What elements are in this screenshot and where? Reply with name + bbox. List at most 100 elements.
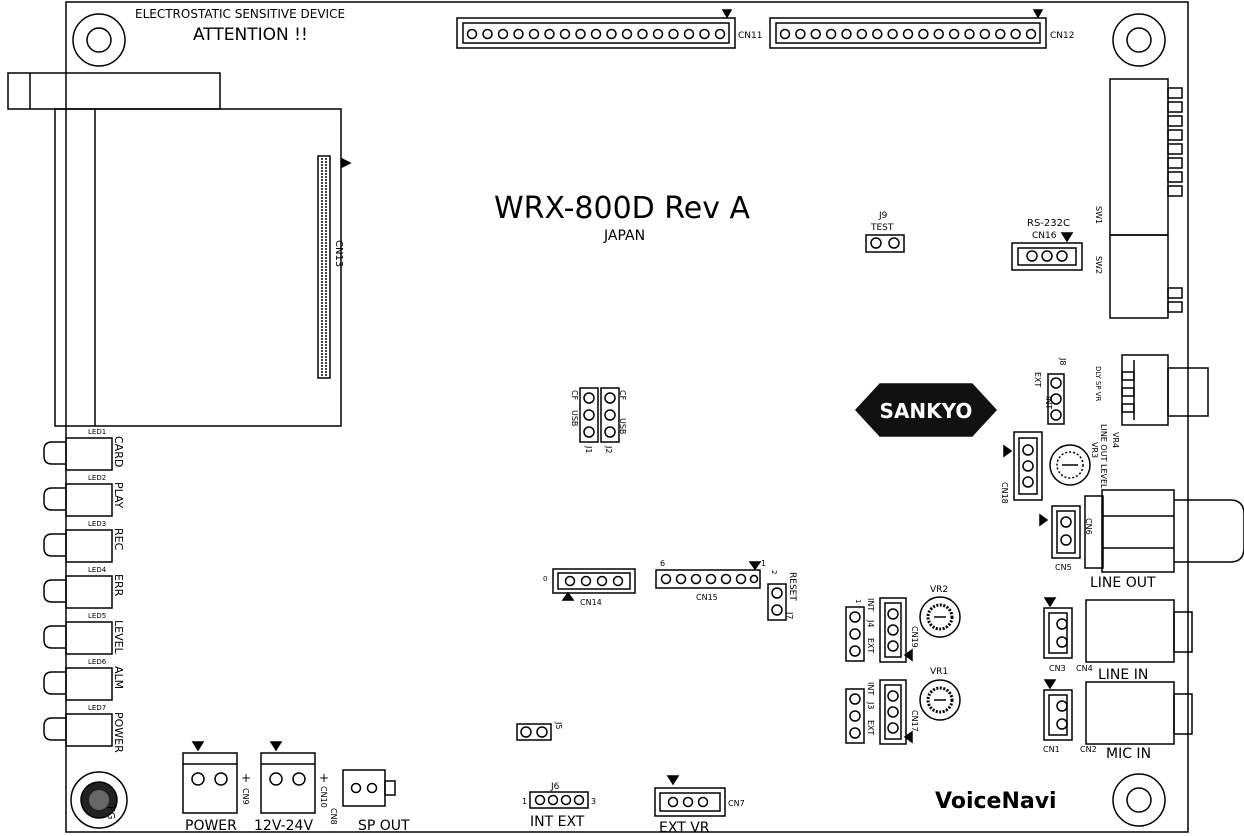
cn5-label: CN5 xyxy=(1055,563,1072,572)
j9-jumper xyxy=(865,234,905,253)
cn19-connector xyxy=(879,597,913,663)
j6-int-ext-label: INT EXT xyxy=(530,814,585,830)
led-function-label: ALM xyxy=(112,666,125,689)
cn17-label: CN17 xyxy=(910,710,919,732)
cn1-label: CN1 xyxy=(1043,745,1060,754)
j7-pin2: 2 xyxy=(770,570,778,574)
board-subtitle: JAPAN xyxy=(603,228,645,244)
cn11-header xyxy=(456,9,736,49)
cn3-label: CN3 xyxy=(1049,664,1066,673)
j6-pin3: 3 xyxy=(591,797,596,806)
esd-warning: ELECTROSTATIC SENSITIVE DEVICE xyxy=(135,7,345,21)
cn15-label: CN15 xyxy=(696,593,718,602)
led-id-label: LED1 xyxy=(88,428,106,436)
fg-label: FG xyxy=(105,806,116,820)
led-id-label: LED2 xyxy=(88,474,106,482)
led-function-label: CARD xyxy=(112,436,125,467)
mounting-hole-bottom-right xyxy=(1112,773,1166,827)
j1-jumper xyxy=(579,387,599,443)
j8-ext-label: EXT xyxy=(1033,372,1042,387)
vr2-pot xyxy=(919,596,961,638)
led-id-label: LED3 xyxy=(88,520,106,528)
led-id-label: LED4 xyxy=(88,566,107,574)
cn9-plus: + xyxy=(241,771,251,785)
j2-usb-label: USB xyxy=(618,418,627,434)
voicenavi-logo: VoiceNavi xyxy=(935,789,1057,814)
line-out-jack xyxy=(1084,489,1244,573)
cn12-label: CN12 xyxy=(1050,31,1074,41)
ext-vr-label: EXT VR xyxy=(659,820,710,836)
led-function-label: ERR xyxy=(112,574,125,597)
cn16-label: CN16 xyxy=(1032,231,1057,241)
j2-label: J2 xyxy=(604,445,613,453)
mounting-hole-top-left xyxy=(72,13,126,67)
led-function-label: PLAY xyxy=(112,482,125,509)
cn4-label: CN4 xyxy=(1076,664,1093,673)
cn10-plus: + xyxy=(319,771,329,785)
cn16-connector xyxy=(1011,232,1083,271)
vr3-label: VR3 xyxy=(1090,442,1099,458)
cn14-connector xyxy=(552,568,636,601)
j1-label: J1 xyxy=(584,445,593,453)
sankyo-logo: SANKYO xyxy=(854,383,998,437)
led-id-label: LED5 xyxy=(88,612,106,620)
cn18-label: CN18 xyxy=(1000,482,1009,504)
j3-label: J3 xyxy=(866,701,875,709)
j2-cf-label: CF xyxy=(618,390,627,401)
board-outline xyxy=(65,1,1189,833)
j6-label: J6 xyxy=(550,782,560,792)
j4-pin1: 1 xyxy=(854,599,862,603)
mounting-hole-fg xyxy=(70,771,128,829)
j1-usb-label: USB xyxy=(570,410,579,426)
voltage-label: 12V-24V xyxy=(254,818,313,834)
j3-int-label: INT xyxy=(866,682,875,695)
j4-jumper xyxy=(845,606,865,662)
cn1-connector xyxy=(1043,679,1073,741)
led-group: LED1CARDLED2PLAYLED3RECLED4ERRLED5LEVELL… xyxy=(43,428,125,753)
cn3-connector xyxy=(1043,597,1073,659)
cn14-pin0: 0 xyxy=(543,575,547,583)
j9-test-label: TEST xyxy=(870,223,894,233)
cn7-label: CN7 xyxy=(728,799,745,808)
vr1-pot xyxy=(919,679,961,721)
board-title: WRX-800D Rev A xyxy=(494,191,751,226)
cn6-label: CN6 xyxy=(1084,518,1093,535)
cn6-connector xyxy=(1039,505,1081,559)
j4-ext-label: EXT xyxy=(866,638,875,653)
cn14-label: CN14 xyxy=(580,598,602,607)
j5-jumper xyxy=(516,723,552,741)
cn17-connector xyxy=(879,679,913,745)
cn15-pin1: 1 xyxy=(761,559,766,568)
j7-jumper xyxy=(767,583,787,621)
sw1-label: SW1 xyxy=(1094,206,1103,224)
attention-text: ATTENTION !! xyxy=(193,25,308,45)
cn11-label: CN11 xyxy=(738,31,762,41)
vr3-function-label: LINE OUT LEVEL xyxy=(1099,424,1108,489)
j8-label: J8 xyxy=(1058,357,1067,365)
mounting-hole-top-right xyxy=(1112,13,1166,67)
j7-reset-label: RESET xyxy=(787,572,797,601)
led-id-label: LED7 xyxy=(88,704,106,712)
vr4-function-label: DLY SP VR xyxy=(1094,366,1102,402)
dip-switches xyxy=(1109,78,1183,319)
j6-jumper xyxy=(529,791,589,809)
sw2-label: SW2 xyxy=(1094,256,1103,274)
led-function-label: REC xyxy=(112,528,125,551)
cn15-pin6: 6 xyxy=(660,559,665,568)
j7-label: J7 xyxy=(785,611,794,619)
line-in-label: LINE IN xyxy=(1098,667,1148,683)
j6-pin1: 1 xyxy=(522,797,527,806)
cn13-label: CN13 xyxy=(333,240,344,267)
line-out-label: LINE OUT xyxy=(1090,575,1156,591)
j8-jumper xyxy=(1047,373,1065,425)
j5-label: J5 xyxy=(554,721,563,729)
power-label: POWER xyxy=(185,818,237,834)
vr1-label: VR1 xyxy=(930,667,948,677)
cn10-label: CN10 xyxy=(319,786,328,808)
